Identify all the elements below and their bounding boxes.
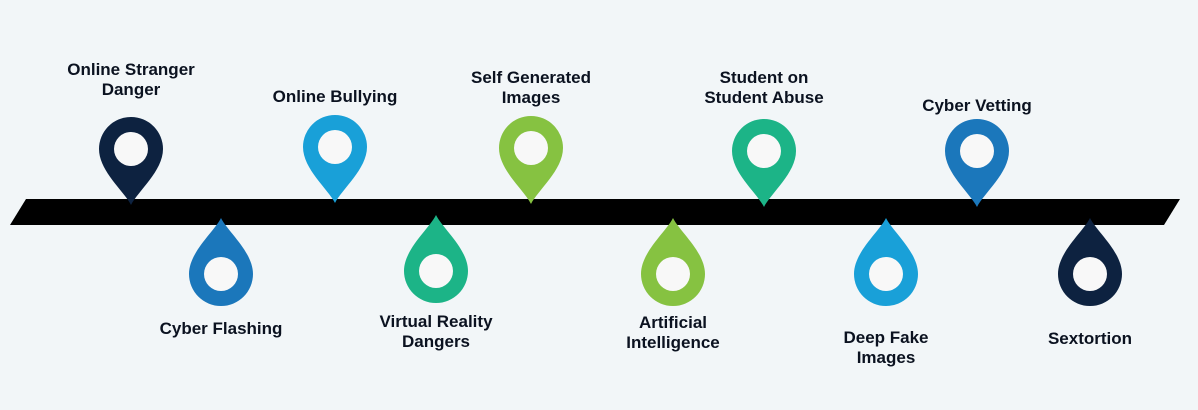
milestone-label-line: Online Stranger: [67, 60, 195, 79]
milestone-label: Sextortion: [990, 329, 1190, 349]
milestone-label-line: Artificial: [638, 313, 708, 332]
milestone-label-line: Danger: [101, 80, 161, 99]
milestone-label-line: Dangers: [401, 332, 471, 351]
milestone-label: Online Bullying: [235, 87, 435, 107]
milestone-label: Cyber Vetting: [877, 96, 1077, 116]
map-pin-icon: [402, 213, 470, 305]
milestone-label-line: Images: [501, 88, 561, 107]
map-pin-icon: [97, 115, 165, 207]
milestone-label-line: Student Abuse: [704, 88, 824, 107]
milestone-label-line: Deep Fake: [843, 328, 929, 347]
milestone-label-line: Self Generated: [471, 68, 591, 87]
milestone-label-line: Cyber Flashing: [159, 319, 283, 338]
milestone-label-line: Student on: [719, 68, 809, 87]
map-pin-icon: [497, 114, 565, 206]
milestone-label-line: Images: [856, 348, 916, 367]
milestone-label-line: Sextortion: [1047, 329, 1133, 348]
milestone-label-line: Cyber Vetting: [922, 96, 1032, 115]
map-pin-icon: [852, 216, 920, 308]
map-pin-icon: [187, 216, 255, 308]
milestone-label-line: Intelligence: [626, 333, 720, 352]
map-pin-icon: [730, 117, 798, 209]
map-pin-icon: [1056, 216, 1124, 308]
map-pin-icon: [301, 113, 369, 205]
map-pin-icon: [943, 117, 1011, 209]
map-pin-icon: [639, 216, 707, 308]
milestone-label: Cyber Flashing: [121, 319, 321, 339]
milestone-label-line: Online Bullying: [272, 87, 398, 106]
milestone-label-line: Virtual Reality: [379, 312, 493, 331]
